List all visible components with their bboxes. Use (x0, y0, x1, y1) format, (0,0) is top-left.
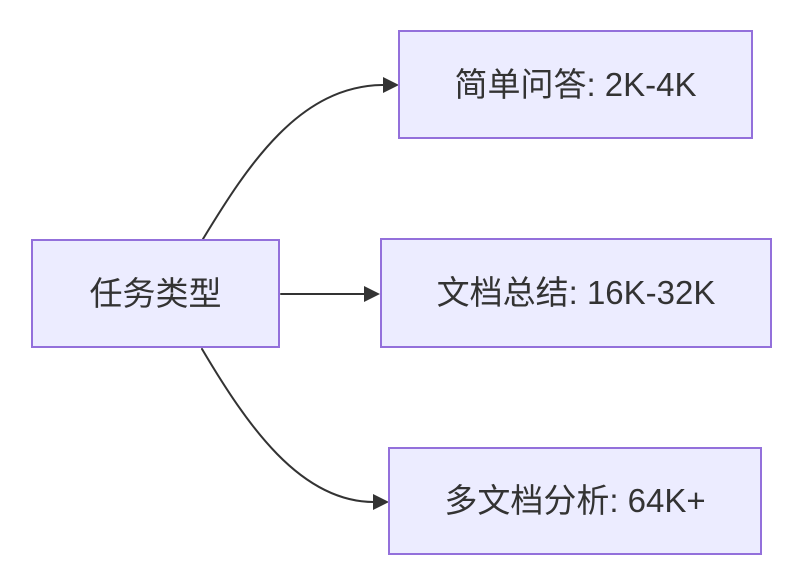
arrowhead-right-icon (364, 286, 380, 302)
node-task-type-label: 任务类型 (89, 274, 222, 312)
node-simple-qa: 简单问答: 2K-4K (398, 30, 753, 139)
edge-root-to-multi-doc (201, 348, 389, 510)
node-multi-doc-label: 多文档分析: 64K+ (444, 482, 706, 520)
node-simple-qa-label: 简单问答: 2K-4K (454, 65, 697, 103)
node-task-type: 任务类型 (31, 239, 280, 348)
edge-root-to-simple-qa (202, 77, 399, 240)
node-doc-summary: 文档总结: 16K-32K (380, 238, 772, 348)
node-multi-doc: 多文档分析: 64K+ (388, 447, 762, 555)
node-doc-summary-label: 文档总结: 16K-32K (436, 274, 716, 312)
arrowhead-right-icon (373, 494, 389, 510)
arrowhead-right-icon (383, 77, 399, 93)
edge-root-to-doc-summary (280, 286, 380, 302)
